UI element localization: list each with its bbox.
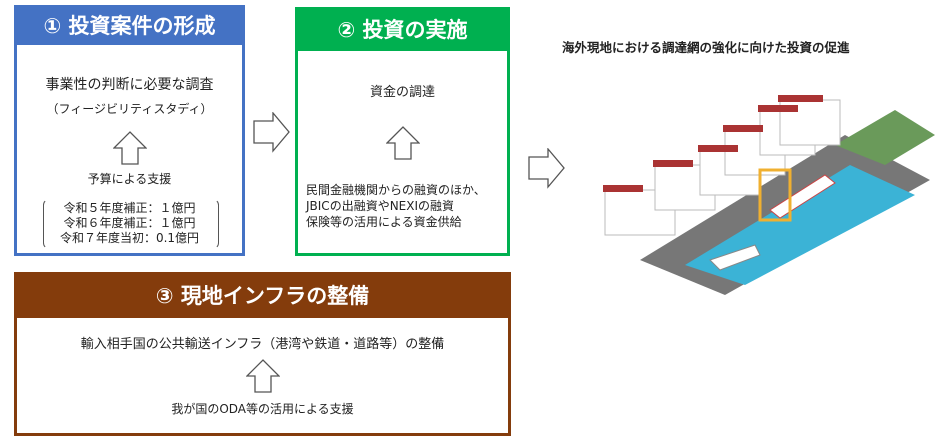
box-local-infrastructure: ③ 現地インフラの整備 輸入相手国の公共輸送インフラ（港湾や鉄道・道路等）の整備… xyxy=(14,272,511,436)
box1-line2: （フィージビリティスタディ） xyxy=(46,102,213,116)
box1-support: 予算による支援 xyxy=(87,172,172,186)
port-illustration xyxy=(603,95,935,295)
right-arrow-icon xyxy=(253,112,290,152)
box2-desc-2: JBICの出融資やNEXIの融資 xyxy=(306,199,455,213)
up-arrow-icon xyxy=(385,126,420,160)
box2-desc-1: 民間金融機関からの融資のほか、 xyxy=(306,183,486,197)
up-arrow-icon xyxy=(112,131,147,165)
budget-bracket xyxy=(43,199,219,249)
right-title: 海外現地における調達網の強化に向けた投資の促進 xyxy=(562,40,850,55)
box3-support: 我が国のODA等の活用による支援 xyxy=(171,402,354,416)
box2-desc-3: 保険等の活用による資金供給 xyxy=(306,215,462,229)
box1-line1: 事業性の判断に必要な調査 xyxy=(45,77,214,93)
up-arrow-icon xyxy=(245,359,280,393)
box3-line1: 輸入相手国の公共輸送インフラ（港湾や鉄道・道路等）の整備 xyxy=(80,337,445,352)
budget-r7: 令和７年度当初：0.1億円 xyxy=(59,231,200,245)
box-investment-execution: ② 投資の実施 資金の調達 民間金融機関からの融資のほか、 JBICの出融資やN… xyxy=(295,7,510,256)
budget-r5: 令和５年度補正：１億円 xyxy=(63,201,196,215)
box2-line1: 資金の調達 xyxy=(369,85,435,100)
box1-title: ① 投資案件の形成 xyxy=(14,5,245,45)
box2-title: ② 投資の実施 xyxy=(295,7,510,51)
box3-title: ③ 現地インフラの整備 xyxy=(14,272,511,318)
box-investment-formation: ① 投資案件の形成 事業性の判断に必要な調査 （フィージビリティスタディ） 予算… xyxy=(14,5,245,256)
budget-r6: 令和６年度補正：１億円 xyxy=(63,216,196,230)
right-arrow-icon xyxy=(528,148,565,188)
